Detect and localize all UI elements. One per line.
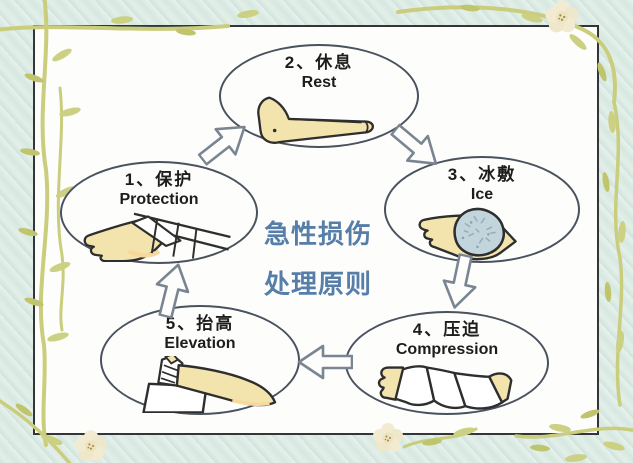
arrow-elevation-to-protection	[155, 263, 190, 319]
node-compression: 4、压迫 Compression	[345, 311, 549, 415]
foot-with-ice-pack-icon	[418, 207, 517, 260]
node-ice: 3、冰敷 Ice	[384, 156, 580, 263]
foot-with-splint-icon	[83, 212, 231, 262]
arrow-protection-to-rest	[197, 125, 246, 166]
node-rest: 2、休息 Rest	[219, 44, 419, 148]
leg-elevated-on-box-icon	[142, 355, 277, 413]
center-title: 急性损伤 处理原则	[248, 214, 388, 301]
center-title-line1: 急性损伤	[263, 219, 372, 249]
node-elevation-label-en: Elevation	[164, 335, 236, 353]
node-compression-label-cn: 4、压迫	[412, 320, 482, 339]
node-ice-label-cn: 3、冰敷	[447, 165, 517, 184]
arrow-compression-to-elevation	[297, 344, 353, 380]
node-protection: 1、保护 Protection	[60, 161, 258, 264]
arrow-rest-to-ice	[390, 123, 438, 166]
node-compression-label-en: Compression	[395, 341, 499, 359]
node-ice-label-en: Ice	[470, 186, 494, 204]
arrow-ice-to-compression	[442, 253, 477, 309]
center-title-line2: 处理原则	[263, 269, 372, 299]
resting-leg-icon	[257, 96, 374, 144]
foot-with-compression-bandage-icon	[377, 364, 513, 410]
node-protection-label-en: Protection	[119, 191, 199, 209]
node-protection-label-cn: 1、保护	[124, 170, 194, 189]
node-elevation: 5、抬高 Elevation	[100, 305, 300, 415]
node-rest-label-cn: 2、休息	[284, 53, 354, 72]
node-elevation-label-cn: 5、抬高	[165, 314, 235, 333]
node-rest-label-en: Rest	[301, 74, 337, 92]
